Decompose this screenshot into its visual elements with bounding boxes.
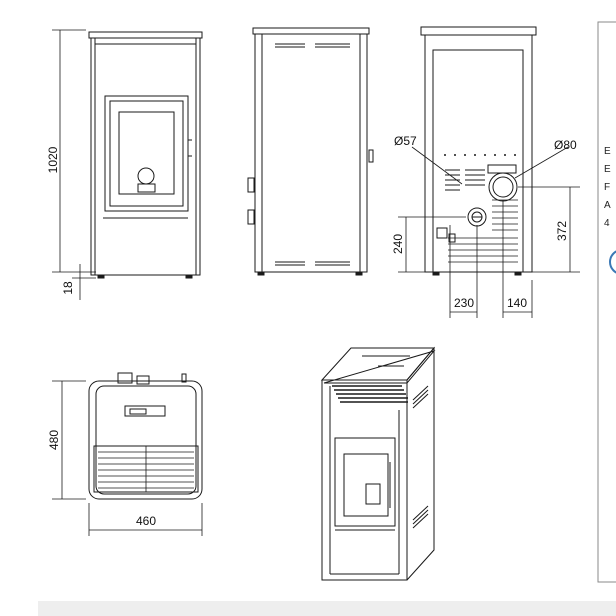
side-line-1: E [604, 146, 611, 157]
dim-outlet-height: 372 [555, 221, 569, 241]
side-line-4: A [604, 200, 611, 211]
info-circle-icon [609, 250, 616, 274]
perspective-view [320, 346, 436, 581]
dim-flue-diameter-right: Ø80 [554, 138, 577, 152]
side-view [247, 27, 374, 276]
dim-outlet-offset: 140 [507, 296, 527, 310]
dim-inlet-offset: 230 [454, 296, 474, 310]
top-view [88, 372, 203, 500]
side-line-3: F [604, 182, 610, 193]
top-dimensions [52, 380, 203, 536]
front-dimensions [52, 29, 96, 300]
side-line-5: 4 [604, 218, 610, 229]
dim-flue-diameter-left: Ø57 [394, 134, 417, 148]
back-dimensions [398, 146, 580, 318]
side-panel [597, 21, 616, 583]
back-view [420, 26, 537, 276]
side-line-2: E [604, 164, 611, 175]
dim-foot-height: 18 [61, 281, 75, 295]
front-view [88, 31, 203, 279]
footer-bar [38, 601, 616, 616]
dim-width: 460 [136, 514, 156, 528]
dim-depth: 480 [47, 430, 61, 450]
dim-inlet-height: 240 [391, 234, 405, 254]
dim-height-total: 1020 [46, 146, 60, 173]
side-panel-text: E E F A 4 [604, 146, 611, 229]
